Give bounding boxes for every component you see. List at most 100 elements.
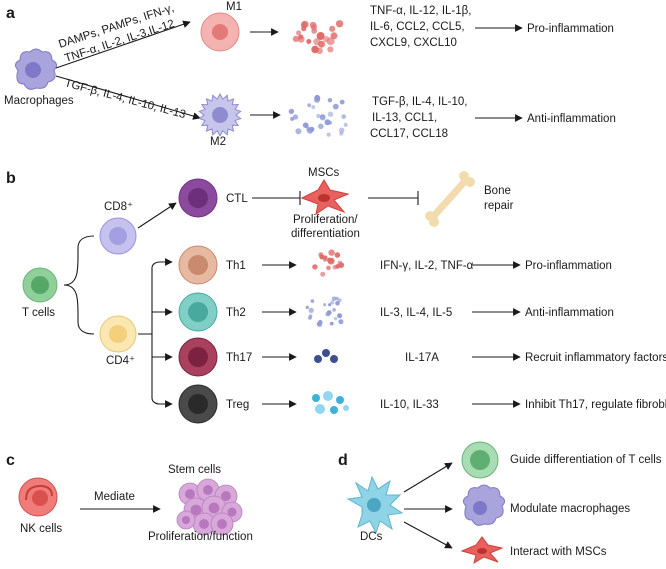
- cytokine-dot: [327, 111, 334, 117]
- cytokine-dot: [322, 257, 328, 262]
- subset-nucleus: [188, 255, 208, 275]
- cytokine-dot: [328, 249, 335, 256]
- cytokine-dot: [311, 28, 318, 34]
- cytokine-dot: [327, 46, 334, 53]
- cytokine-dot: [314, 355, 322, 363]
- cytokine-dot: [311, 105, 316, 109]
- cytokine-dot: [306, 39, 312, 44]
- cytokine-dot: [316, 322, 321, 326]
- m1-products-line2: IL-6, CCL2, CCL5,: [370, 21, 465, 33]
- dcs-label: DCs: [360, 531, 383, 543]
- subset-outcome: Recruit inflammatory factors: [525, 352, 666, 364]
- cytokine-dot: [336, 396, 344, 404]
- m2-cell: [198, 92, 242, 138]
- arrow-dc-effect-1: [403, 462, 453, 493]
- subset-nucleus: [188, 302, 208, 322]
- cytokine-dot: [330, 355, 338, 363]
- cytokine-dot: [297, 35, 305, 43]
- subset-cytokine-dots: [312, 249, 345, 277]
- arrow-dc-effect-3: [403, 521, 453, 549]
- stem-cell-nucleus: [203, 485, 213, 495]
- cytokine-dot: [292, 35, 299, 43]
- cytokine-dot: [338, 262, 345, 268]
- m1-outcome: Pro-inflammation: [527, 23, 614, 35]
- cytokine-dot: [305, 305, 309, 309]
- cytokine-dot: [301, 20, 309, 29]
- cytokine-dot: [327, 98, 333, 103]
- cytokine-dot: [326, 265, 331, 271]
- cytokine-dot: [330, 406, 338, 414]
- cytokine-dot: [332, 308, 336, 312]
- branch-cd4-th1: [138, 258, 173, 335]
- cytokine-dot: [318, 252, 324, 258]
- subset-name: Treg: [226, 399, 249, 411]
- cytokine-dot: [292, 114, 299, 120]
- cytokine-dot: [343, 122, 348, 127]
- cytokine-dot: [330, 32, 338, 40]
- cytokine-dot: [308, 316, 312, 320]
- cytokine-dot: [314, 94, 321, 101]
- cytokine-dot: [329, 25, 336, 32]
- cytokine-dot: [312, 264, 318, 270]
- cytokine-dot: [329, 321, 334, 326]
- stem-cell-nucleus: [227, 507, 237, 517]
- cytokine-dot: [295, 128, 302, 135]
- stem-cell-nucleus: [208, 502, 220, 514]
- panel-d: d DCs Guide differentiation of T cells M…: [338, 441, 662, 565]
- cytokine-dot: [315, 404, 325, 414]
- bone-label-line2: repair: [484, 200, 514, 212]
- cd4-cell: [99, 315, 137, 353]
- cytokine-dot: [333, 316, 338, 321]
- brace-tcell-to-cd8: [63, 235, 95, 286]
- nk-cell: [18, 477, 58, 517]
- cytokine-dot: [323, 36, 330, 43]
- cytokine-dot: [288, 108, 295, 115]
- dc-effect-3: Interact with MSCs: [510, 546, 607, 558]
- cytokine-dot: [318, 40, 325, 48]
- subset-name: Th1: [226, 260, 246, 272]
- stem-cell-nucleus: [190, 504, 202, 516]
- m2-label: M2: [210, 136, 226, 148]
- panel-d-letter: d: [338, 452, 348, 469]
- cytokine-dot: [326, 310, 332, 315]
- nk-action: Mediate: [94, 491, 135, 503]
- cytokine-dot: [296, 30, 302, 36]
- cytokine-dot: [316, 113, 321, 119]
- cytokine-dot: [330, 300, 335, 305]
- ctl-cell: [178, 178, 218, 218]
- subset-name: Th2: [226, 307, 246, 319]
- cytokine-dot: [310, 299, 315, 303]
- cytokine-dot: [309, 21, 317, 29]
- cytokine-dot: [307, 103, 312, 108]
- cytokine-dot: [334, 252, 341, 258]
- subset-nucleus: [188, 394, 208, 414]
- subset-products: IL-10, IL-33: [380, 399, 439, 411]
- dc-cell: [346, 475, 404, 535]
- ctl-label: CTL: [226, 193, 248, 205]
- subset-cytokine-dots: [314, 349, 338, 363]
- cytokine-dot: [332, 103, 339, 110]
- m2-products-line3: CCL17, CCL18: [370, 128, 448, 140]
- msc-icon: [460, 536, 504, 565]
- subset-cytokine-dots: [312, 391, 349, 414]
- cd8-label: CD8⁺: [104, 201, 133, 213]
- cytokine-dot: [316, 32, 325, 40]
- cytokine-dot: [308, 307, 314, 313]
- cytokine-dot: [343, 405, 349, 411]
- branch-cd4-treg: [151, 334, 173, 408]
- m2-outcome: Anti-inflammation: [527, 113, 616, 125]
- m2-products-line2: IL-13, CCL1,: [372, 112, 437, 124]
- subset-outcome: Pro-inflammation: [525, 260, 612, 272]
- subset-name: Th17: [226, 352, 252, 364]
- m2-cytokine-dots: [288, 94, 348, 137]
- dc-effect-1: Guide differentiation of T cells: [510, 454, 662, 466]
- cd8-cell: [99, 217, 137, 255]
- stem-effect: Proliferation/function: [148, 531, 253, 543]
- m2-stimuli: TGF-β, IL-4, IL-10, IL-13: [63, 77, 187, 121]
- cytokine-dot: [341, 114, 347, 119]
- macrophages-label: Macrophages: [4, 95, 74, 107]
